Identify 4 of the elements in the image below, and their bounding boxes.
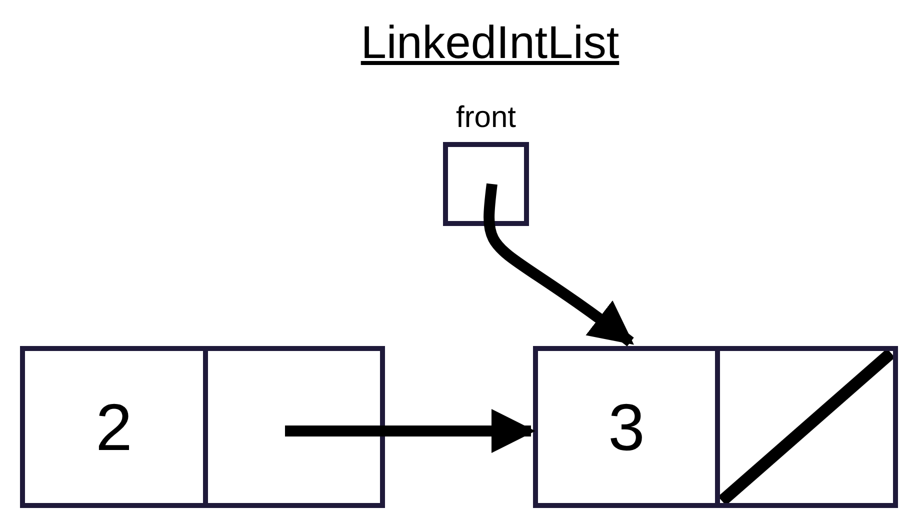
pointer-arrow: [285, 409, 536, 453]
diagram-title: LinkedIntList: [360, 15, 620, 70]
pointer-arrow: [484, 183, 634, 346]
variable-label: front: [454, 100, 518, 136]
